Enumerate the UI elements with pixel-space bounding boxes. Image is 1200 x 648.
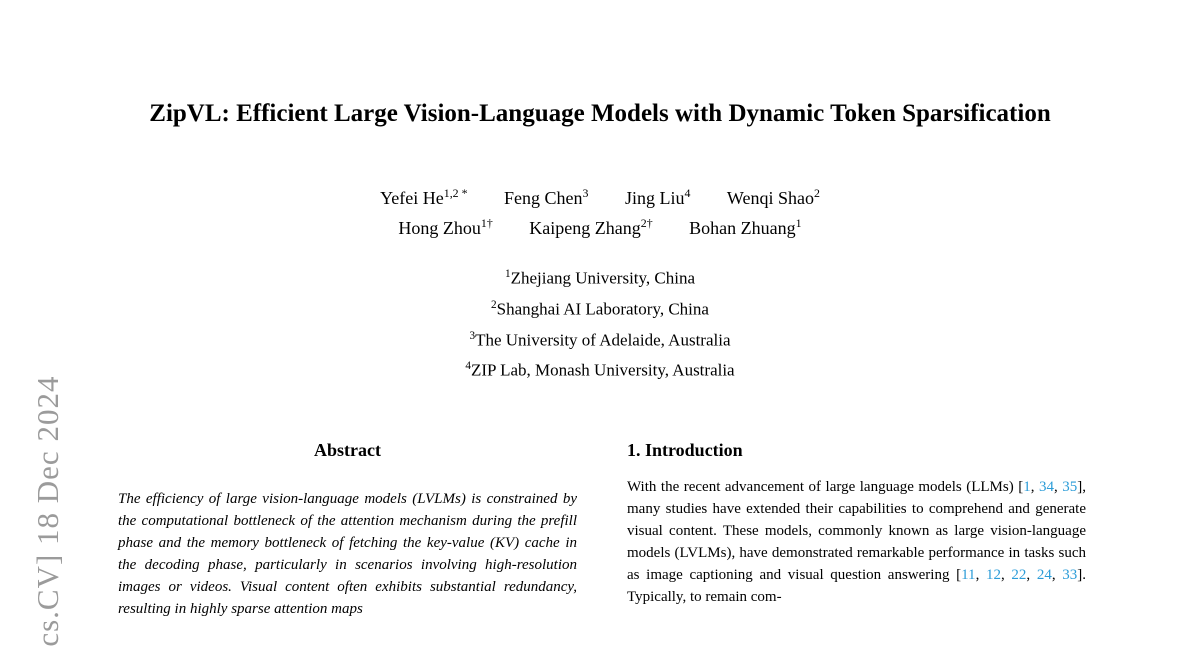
abstract-heading: Abstract: [314, 439, 381, 460]
author-name: Wenqi Shao: [726, 188, 814, 209]
author: Wenqi Shao2: [726, 186, 820, 209]
author-affiliation-marker: 2: [813, 186, 820, 201]
author-affiliation-marker: 2†: [640, 216, 653, 231]
citation-link[interactable]: 34: [1039, 478, 1054, 495]
affiliation-marker: 2: [491, 298, 497, 311]
citation-link[interactable]: 33: [1062, 566, 1078, 583]
affiliation-text: The University of Adelaide, Australia: [475, 330, 731, 350]
affiliation-text: Shanghai AI Laboratory, China: [496, 299, 709, 319]
affiliation-line: 1Zhejiang University, China: [0, 261, 1200, 292]
author-name: Kaipeng Zhang: [529, 218, 641, 239]
author-name: Feng Chen: [504, 188, 583, 209]
text-segment: ,: [1051, 566, 1063, 583]
author: Hong Zhou1†: [398, 216, 493, 239]
author-affiliation-marker: 4: [684, 186, 691, 201]
text-segment: ], many studies have extended their capa…: [627, 478, 1087, 583]
author-affiliation-marker: 1,2 *: [443, 186, 468, 201]
paper-title: ZipVL: Efficient Large Vision-Language M…: [149, 100, 1051, 127]
author: Bohan Zhuang1: [689, 216, 802, 239]
text-segment: ,: [975, 566, 986, 583]
introduction-paragraph: With the recent advancement of large lan…: [627, 476, 1086, 608]
affiliations-block: 1Zhejiang University, China 2Shanghai AI…: [0, 261, 1200, 384]
author-line-1: Yefei He1,2 * Feng Chen3 Jing Liu4 Wenqi…: [0, 186, 1200, 209]
author-name: Yefei He: [380, 188, 444, 209]
author-affiliation-marker: 1: [795, 216, 802, 231]
author-line-2: Hong Zhou1† Kaipeng Zhang2† Bohan Zhuang…: [0, 216, 1200, 239]
abstract-text: The efficiency of large vision-language …: [118, 490, 577, 617]
affiliation-marker: 4: [465, 360, 471, 373]
author-name: Hong Zhou: [398, 218, 481, 239]
two-column-body: Abstract The efficiency of large vision-…: [118, 440, 1086, 620]
text-segment: ,: [1026, 566, 1037, 583]
citation-link[interactable]: 22: [1011, 566, 1027, 583]
author-name: Jing Liu: [624, 188, 685, 209]
citation-link[interactable]: 12: [985, 566, 1001, 583]
author: Yefei He1,2 *: [380, 186, 468, 209]
text-segment: With the recent advancement of large lan…: [627, 478, 1024, 495]
author: Feng Chen3: [504, 186, 589, 209]
left-column: Abstract The efficiency of large vision-…: [118, 440, 577, 620]
affiliation-text: Zhejiang University, China: [510, 268, 696, 288]
author: Jing Liu4: [624, 186, 691, 209]
text-segment: ]. Typically, to remain com-: [627, 566, 1086, 605]
affiliation-marker: 1: [504, 268, 511, 281]
author-block: Yefei He1,2 * Feng Chen3 Jing Liu4 Wenqi…: [0, 186, 1200, 239]
arxiv-sidebar-text: [cs.CV] 18 Dec 2024: [30, 375, 65, 648]
citation-link[interactable]: 1: [1023, 478, 1031, 495]
text-segment: ,: [1054, 478, 1063, 495]
affiliation-marker: 3: [469, 329, 476, 342]
author-affiliation-marker: 3: [582, 186, 589, 201]
text-segment: ,: [1030, 478, 1039, 495]
citation-link[interactable]: 35: [1062, 478, 1078, 495]
affiliation-line: 4ZIP Lab, Monash University, Australia: [0, 353, 1200, 384]
citation-link[interactable]: 24: [1036, 566, 1052, 583]
affiliation-line: 3The University of Adelaide, Australia: [0, 323, 1200, 354]
right-column: 1. Introduction With the recent advancem…: [627, 440, 1086, 620]
author: Kaipeng Zhang2†: [529, 216, 653, 239]
citation-link[interactable]: 11: [961, 566, 976, 583]
author-affiliation-marker: 1†: [480, 216, 493, 231]
affiliation-text: ZIP Lab, Monash University, Australia: [470, 360, 735, 380]
text-segment: ,: [1000, 566, 1012, 583]
author-name: Bohan Zhuang: [689, 218, 796, 239]
introduction-heading: 1. Introduction: [627, 439, 743, 460]
affiliation-line: 2Shanghai AI Laboratory, China: [0, 292, 1200, 323]
